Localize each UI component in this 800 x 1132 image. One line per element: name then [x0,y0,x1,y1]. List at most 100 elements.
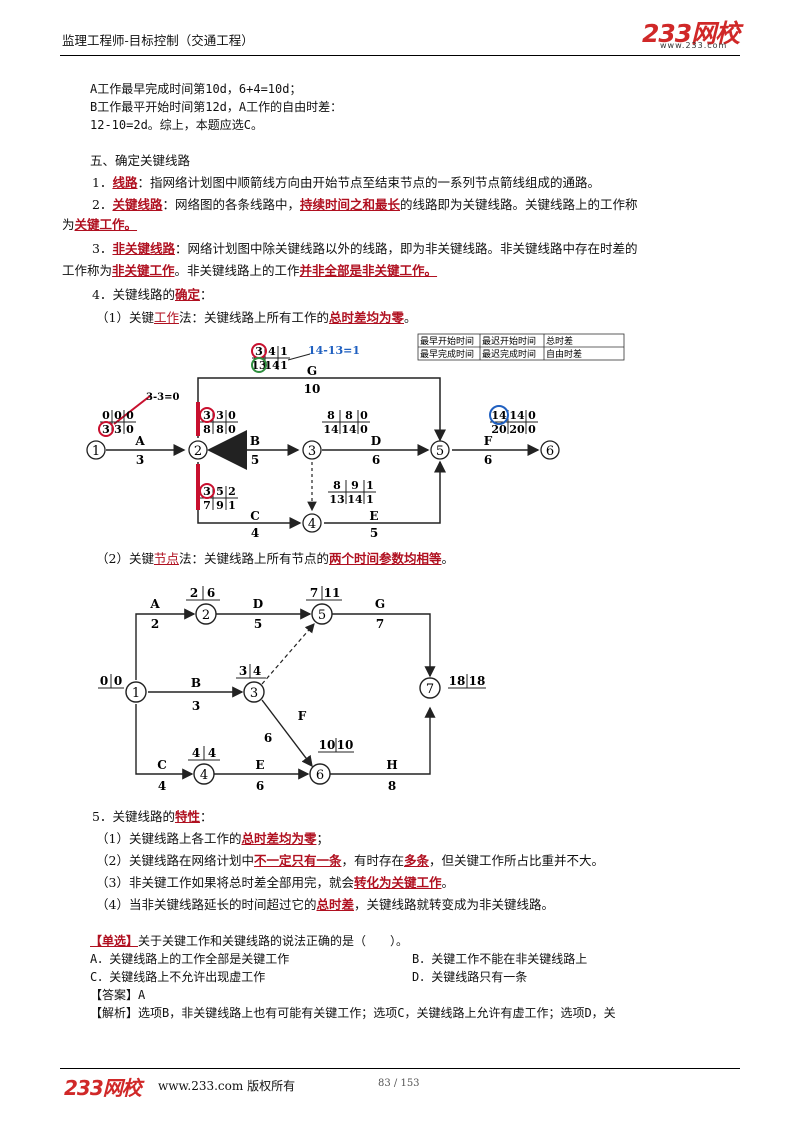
term-noncritical-path: 非关键线路 [112,241,175,256]
act2-b-dur: 3 [192,699,200,713]
para-route: 1．线路：指网络计划图中顺箭线方向由开始节点至结束节点的一系列节点箭线组成的通路… [92,175,600,190]
node-3: 3 [308,444,316,459]
svg-text:1: 1 [280,359,288,372]
edge-3-5-dummy [261,623,315,685]
svg-text:14: 14 [341,423,357,436]
svg-text:2: 2 [228,485,236,498]
activity-b-duration: 5 [251,453,259,467]
node2-3: 3 [250,686,258,701]
calc-line-3: 12-10=2d。综上，本题应选C。 [90,118,264,132]
svg-text:4: 4 [192,746,200,760]
svg-text:4: 4 [208,746,216,760]
brand-logo: 233网校 [642,19,740,48]
activity-b-name: B [250,434,260,448]
act2-h-dur: 8 [388,779,396,793]
page-number: 83 / 153 [378,1078,420,1089]
node-2: 2 [194,444,202,459]
activity-g-name: G [307,364,317,378]
legend-es: 最早开始时间 [420,335,474,347]
svg-text:3: 3 [203,409,211,422]
svg-text:3: 3 [102,423,110,436]
svg-text:7: 7 [310,586,318,600]
header-title: 监理工程师-目标控制（交通工程） [62,33,254,48]
svg-text:0: 0 [360,409,368,422]
option-b: B．关键工作不能在非关键线路上 [412,952,588,966]
term-critical-path: 关键线路 [112,197,163,212]
svg-text:20: 20 [509,423,525,436]
activity-g-duration: 10 [304,382,321,396]
svg-text:4: 4 [268,345,276,358]
svg-text:20: 20 [491,423,507,436]
node2-1: 1 [132,686,140,701]
svg-text:3: 3 [255,345,263,358]
activity-e-duration: 5 [370,526,378,540]
option-c: C．关键线路上不允许出现虚工作 [90,970,266,984]
note-g-float: 14-13=1 [308,344,360,357]
act2-e-dur: 6 [256,779,264,793]
act2-d-dur: 5 [254,617,262,631]
act2-a-dur: 2 [151,617,159,631]
node-1: 1 [92,444,100,459]
svg-text:13: 13 [251,359,266,372]
svg-text:0: 0 [360,423,368,436]
method-work: （1）关键工作法：关键线路上所有工作的总时差均为零。 [96,310,417,325]
para-critical-line1: 2．关键线路：网络图的各条线路中，持续时间之和最长的线路即为关键线路。关键线路上… [92,197,638,212]
svg-text:0: 0 [100,674,108,688]
legend-ff: 自由时差 [546,348,582,360]
option-a: A．关键线路上的工作全部是关键工作 [90,952,290,966]
svg-text:8: 8 [333,479,341,492]
svg-text:6: 6 [207,586,215,600]
svg-text:14: 14 [347,493,363,506]
svg-text:0: 0 [126,409,134,422]
edge-6-7 [330,706,436,775]
act2-g-dur: 7 [376,617,384,631]
network-diagram-work-method: 最早开始时间 最迟开始时间 总时差 最早完成时间 最迟完成时间 自由时差 1 2… [86,333,625,540]
node-6: 6 [546,444,554,459]
svg-text:1: 1 [366,479,374,492]
svg-text:0: 0 [102,409,110,422]
svg-text:0: 0 [114,409,122,422]
svg-text:2: 2 [190,586,198,600]
feature-4: （4）当非关键线路延长的时间超过它的总时差，关键线路就转变成为非关键线路。 [96,897,554,912]
svg-text:0: 0 [228,409,236,422]
edge-3-6 [261,699,313,768]
section-heading: 五、确定关键线路 [90,153,191,168]
svg-text:1: 1 [228,499,236,512]
activity-f-duration: 6 [484,453,492,467]
act2-e-name: E [255,758,264,772]
activity-f-name: F [484,434,493,448]
svg-text:0: 0 [528,423,536,436]
activity-a-name: A [134,434,145,448]
node-5: 5 [436,444,444,459]
method-node: （2）关键节点法：关键线路上所有节点的两个时间参数均相等。 [96,551,455,566]
analysis: 【解析】选项B，非关键线路上也有可能有关键工作；选项C，关键线路上允许有虚工作；… [90,1006,616,1020]
svg-text:14: 14 [509,409,525,422]
node2-7: 7 [426,682,434,697]
node2-6: 6 [316,768,324,783]
act2-c-name: C [157,758,167,772]
para-determine: 4．关键线路的确定： [92,287,213,302]
footer-logo: 233网校 [64,1076,142,1100]
svg-text:18: 18 [449,674,466,688]
act2-a-name: A [149,597,160,611]
para-noncritical-line2: 工作称为非关键工作。非关键线路上的工作并非全部是非关键工作。 [62,263,438,278]
feature-2: （2）关键线路在网络计划中不一定只有一条，有时存在多条，但关键工作所占比重并不大… [96,853,605,868]
act2-f-name: F [298,709,307,723]
legend-lf: 最迟完成时间 [482,348,536,360]
highlight-arrow-a [113,395,151,425]
svg-text:14: 14 [264,359,280,372]
activity-d-duration: 6 [372,453,380,467]
node2-5: 5 [318,608,326,623]
act2-f-dur: 6 [264,731,272,745]
legend-ef: 最早完成时间 [420,348,474,360]
para-noncritical-line1: 3．非关键线路：网络计划图中除关键线路以外的线路，即为非关键线路。非关键线路中存… [92,241,638,256]
svg-text:3: 3 [203,485,211,498]
svg-text:0: 0 [114,674,122,688]
para-critical-line2: 为关键工作。 [62,217,138,232]
svg-text:8: 8 [203,423,211,436]
calc-line-2: B工作最平开始时间第12d，A工作的自由时差： [90,100,343,114]
svg-text:14: 14 [323,423,339,436]
